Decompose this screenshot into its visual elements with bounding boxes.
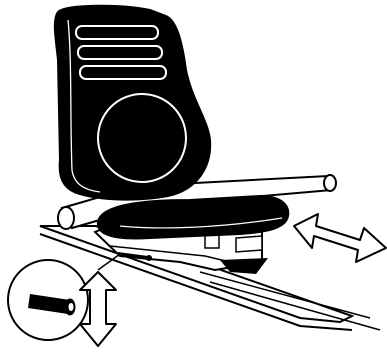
lever-detail-icon <box>8 260 88 340</box>
horizontal-double-arrow-icon <box>294 214 386 262</box>
seat-backrest-icon <box>55 6 210 200</box>
